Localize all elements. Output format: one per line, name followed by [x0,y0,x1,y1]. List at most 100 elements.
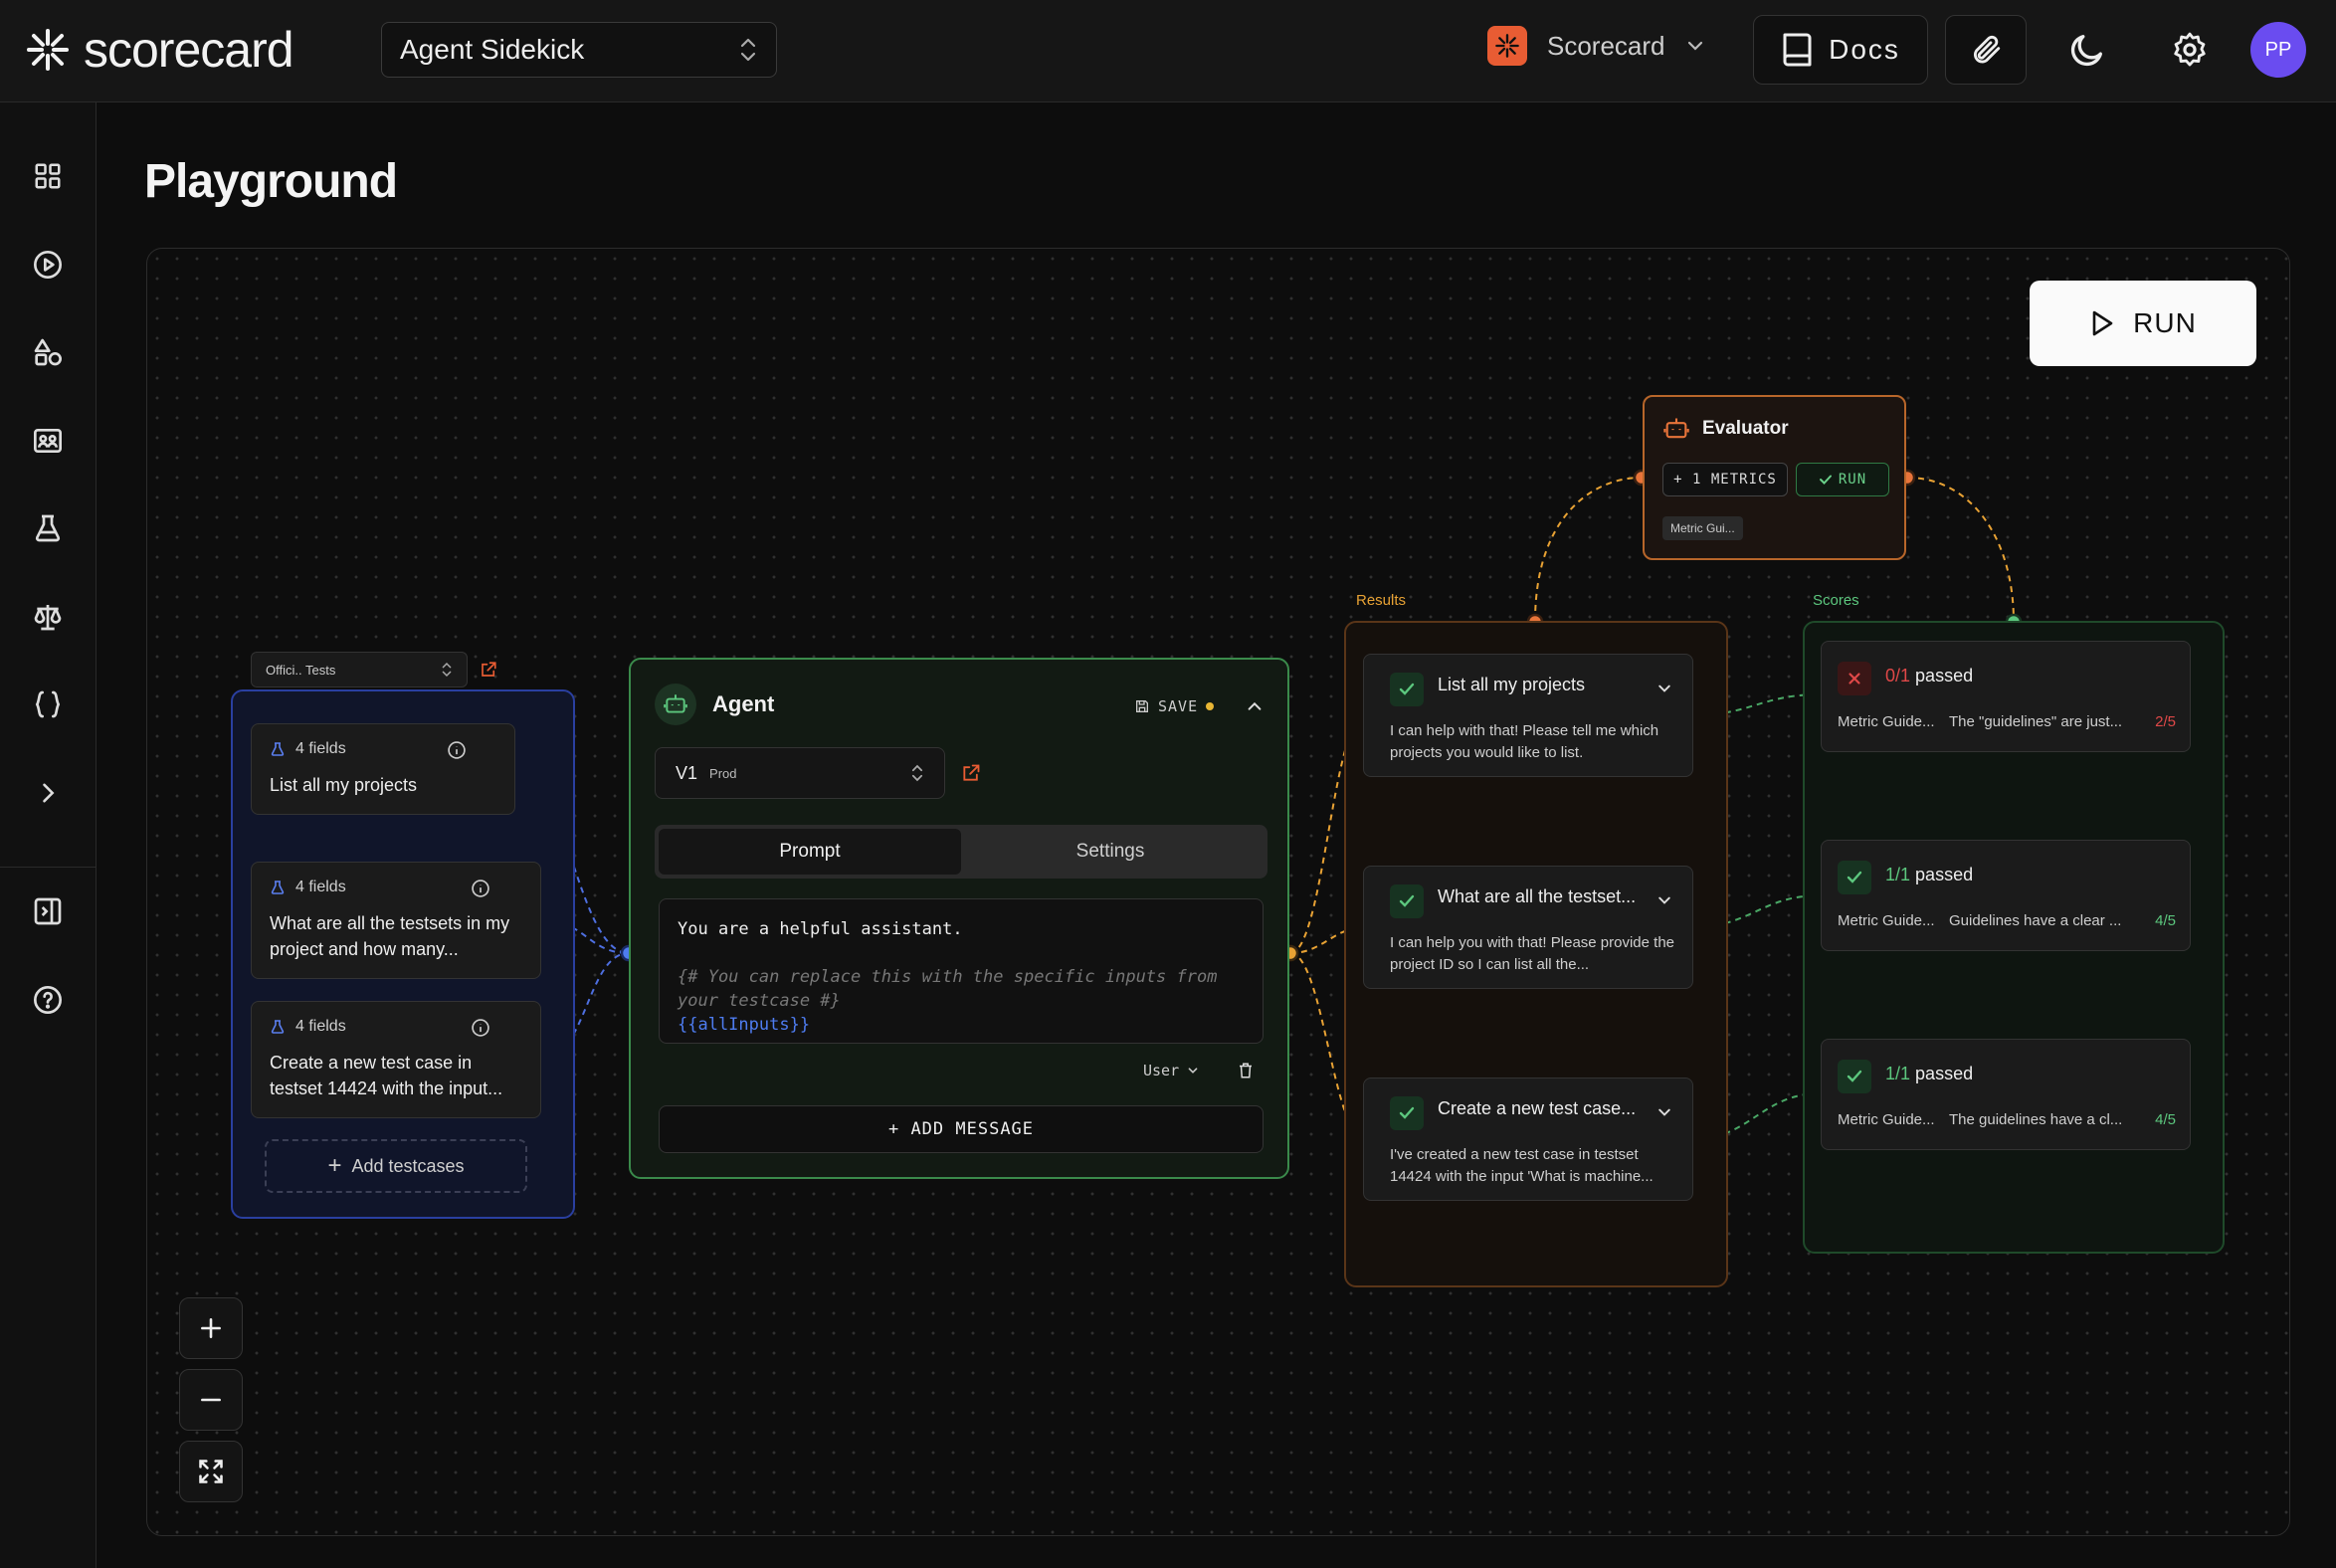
score-ratio: 1/1 [1885,865,1911,884]
run-button[interactable]: RUN [2030,281,2256,366]
score-card[interactable]: 1/1 passed Metric Guide... Guidelines ha… [1821,840,2191,951]
testset-select[interactable]: Offici.. Tests [251,652,468,687]
fit-view-button[interactable] [179,1441,243,1502]
score-metric: Metric Guide... [1838,912,1935,929]
braces-icon[interactable] [26,683,70,726]
avatar[interactable]: PP [2250,22,2306,78]
info-icon[interactable] [471,1018,490,1038]
logo[interactable]: scorecard [26,22,294,78]
save-button[interactable]: SAVE [1134,697,1264,715]
testcase-card[interactable]: 4 fields What are all the testsets in my… [251,862,541,979]
sidebar-divider [0,867,97,868]
score-ratio: 1/1 [1885,1064,1911,1083]
add-metrics-button[interactable]: + 1 METRICS [1662,463,1788,496]
shapes-icon[interactable] [26,330,70,374]
chevron-down-icon[interactable] [1656,681,1672,696]
testcase-card[interactable]: 4 fields List all my projects [251,723,515,815]
sidebar [0,102,97,1568]
add-message-button[interactable]: + ADD MESSAGE [659,1105,1264,1153]
play-circle-icon[interactable] [26,243,70,287]
result-body: I've created a new test case in testset … [1390,1146,1654,1185]
top-bar: scorecard Agent Sidekick Scorecard [0,0,2336,102]
passed-word: passed [1915,666,1974,686]
chevron-up-icon[interactable] [1246,697,1264,715]
result-card[interactable]: What are all the testset... I can help y… [1363,866,1693,989]
tab-settings[interactable]: Settings [1075,841,1145,862]
prompt-comment: {# You can replace this with the specifi… [678,967,1218,1011]
prompt-line: You are a helpful assistant. [678,919,963,939]
flask-icon [271,881,285,894]
attach-button[interactable] [1945,15,2027,85]
prompt-editor[interactable]: You are a helpful assistant. {# You can … [659,898,1264,1044]
up-down-chevron-icon [911,764,923,782]
flask-icon[interactable] [26,506,70,550]
agent-header: Agent [655,684,774,725]
testset-icon[interactable] [26,419,70,463]
org-name: Scorecard [1547,30,1665,61]
expand-icon [199,1460,223,1483]
testcase-card[interactable]: 4 fields Create a new test case in tests… [251,1001,541,1118]
tab-prompt[interactable]: Prompt [659,829,961,875]
docs-button[interactable]: Docs [1753,15,1928,85]
result-card[interactable]: List all my projects I can help with tha… [1363,654,1693,777]
score-ratio: 0/1 [1885,666,1911,686]
docs-label: Docs [1829,34,1900,65]
check-icon [1390,884,1424,918]
settings-button[interactable] [2164,24,2216,76]
score-card[interactable]: 1/1 passed Metric Guide... The guideline… [1821,1039,2191,1150]
book-icon [1783,33,1812,67]
chevron-down-icon[interactable] [1656,1104,1672,1120]
metric-tag[interactable]: Metric Gui... [1662,516,1743,540]
external-link-icon[interactable] [480,661,497,679]
score-row: Metric Guide... The "guidelines" are jus… [1838,713,2176,730]
results-label: Results [1356,592,1407,609]
result-body: I can help you with that! Please provide… [1390,934,1675,973]
passed-word: passed [1915,1064,1974,1083]
result-card[interactable]: Create a new test case... I've created a… [1363,1078,1693,1201]
testcase-field-count: 4 fields [295,879,346,895]
version-select[interactable]: V1 Prod [655,747,945,799]
evaluator-header: Evaluator [1662,415,1789,443]
result-body: I can help with that! Please tell me whi… [1390,722,1659,761]
zoom-out-button[interactable] [179,1369,243,1431]
save-icon [1136,700,1148,712]
project-select[interactable]: Agent Sidekick [381,22,777,78]
plus-icon: + [327,1152,342,1179]
check-icon [1838,861,1871,894]
info-icon[interactable] [447,740,467,760]
role-select[interactable]: User [1143,1062,1255,1079]
chevron-right-icon[interactable] [26,771,70,815]
chevron-down-icon[interactable] [1656,892,1672,908]
external-link-icon[interactable] [961,763,981,783]
logo-text: scorecard [84,22,294,78]
scores-label: Scores [1813,592,1859,609]
paperclip-icon [1973,35,2001,64]
score-row: Metric Guide... The guidelines have a cl… [1838,1111,2176,1128]
theme-toggle[interactable] [2061,24,2113,76]
testcase-meta: 4 fields [270,740,346,758]
testcase-text: Create a new test case in testset 14424 … [270,1053,503,1098]
x-icon [1838,662,1871,695]
add-testcases-label: Add testcases [351,1155,465,1176]
gear-icon [2174,32,2206,67]
scale-icon[interactable] [26,595,70,639]
add-testcases-button[interactable]: + Add testcases [265,1139,527,1193]
trash-icon[interactable] [1237,1062,1255,1079]
panel-icon[interactable] [26,889,70,933]
testcase-meta: 4 fields [270,879,346,896]
org-switcher[interactable]: Scorecard [1487,26,1705,66]
score-card[interactable]: 0/1 passed Metric Guide... The "guidelin… [1821,641,2191,752]
role-value: User [1143,1062,1180,1079]
agent-node[interactable]: Agent SAVE V1 Prod Prompt Settings You a… [629,658,1289,1179]
evaluator-node[interactable]: Evaluator + 1 METRICS RUN Metric Gui... [1643,395,1906,560]
score-guideline: The "guidelines" are just... [1949,713,2123,730]
score-passed: 1/1 passed [1885,865,1973,885]
zoom-in-button[interactable] [179,1297,243,1359]
moon-icon [2070,35,2102,67]
scorecard-logo-icon [27,29,69,71]
evaluator-run-button[interactable]: RUN [1796,463,1889,496]
dashboard-icon[interactable] [26,154,70,198]
help-icon[interactable] [26,978,70,1022]
info-icon[interactable] [471,879,490,898]
agent-tabs: Prompt Settings [655,825,1267,879]
